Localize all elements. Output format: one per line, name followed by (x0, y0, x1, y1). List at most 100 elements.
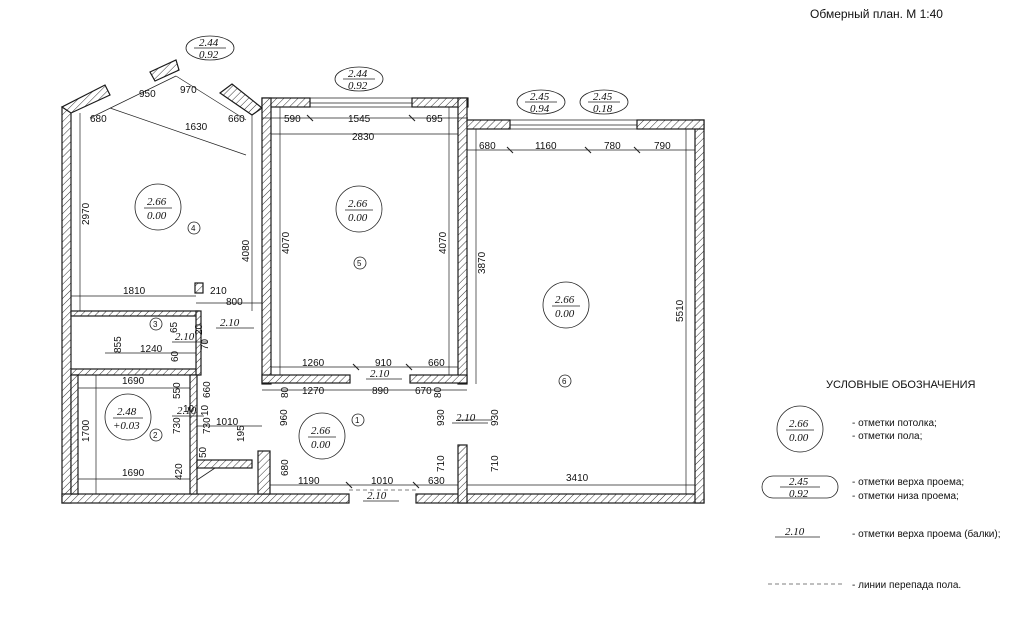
svg-text:0.18: 0.18 (593, 103, 613, 115)
beam-marker: 2.10 (366, 368, 402, 380)
svg-text:2.45: 2.45 (530, 91, 550, 103)
beam-marker: 2.10 (363, 490, 399, 502)
dim-label: 80 (280, 386, 291, 398)
svg-text:2.48: 2.48 (117, 406, 137, 418)
wall-5-6 (457, 97, 468, 385)
room-4-level-marker: 2.66 0.00 (134, 183, 182, 231)
svg-text:2.66: 2.66 (555, 294, 575, 306)
walls (60, 59, 705, 504)
svg-text:2.10: 2.10 (175, 331, 195, 343)
dim-label: 695 (426, 114, 443, 125)
svg-text:0.00: 0.00 (348, 212, 368, 224)
dim-label: 65 (169, 321, 180, 333)
drawing-title: Обмерный план. М 1:40 (810, 7, 943, 21)
svg-text:2.66: 2.66 (311, 425, 331, 437)
dim-label: 195 (236, 425, 247, 442)
dim-label: 1260 (302, 358, 325, 369)
legend-opening-bottom-text: - отметки низа проема; (852, 491, 959, 502)
dim-label: 930 (490, 409, 501, 426)
svg-text:2.66: 2.66 (789, 418, 809, 430)
beam-marker: 2.10 (775, 526, 820, 538)
dim-label: 780 (604, 141, 621, 152)
dim-label: 930 (436, 409, 447, 426)
dim-label: 3870 (477, 251, 488, 274)
opening-marker: 2.45 0.18 (579, 89, 629, 115)
dim-label: 890 (372, 386, 389, 397)
wall-stub (194, 282, 204, 294)
wall-bay-right-mid (218, 83, 264, 116)
svg-text:0.00: 0.00 (311, 439, 331, 451)
dim-label: 630 (428, 476, 445, 487)
opening-marker: 2.45 0.94 (516, 89, 566, 115)
wall-3-top (70, 310, 200, 317)
wall-1-post (257, 450, 271, 495)
dim-label: 80 (433, 386, 444, 398)
legend-floor-text: - отметки пола; (852, 431, 922, 442)
dim-label: 3410 (566, 473, 589, 484)
dim-label: 730 (202, 417, 213, 434)
svg-text:2.45: 2.45 (593, 91, 613, 103)
dim-label: 70 (200, 338, 211, 350)
dim-label: 10 (200, 404, 211, 416)
room-5-number: 5 (353, 256, 367, 270)
dim-label: 660 (428, 358, 445, 369)
dim-label: 1240 (140, 344, 163, 355)
svg-text:+0.03: +0.03 (113, 420, 140, 432)
svg-text:0.00: 0.00 (147, 210, 167, 222)
wall-left (61, 106, 72, 504)
wall-bay-left (60, 84, 111, 114)
dim-label: 5510 (675, 299, 686, 322)
legend-opening-sample: 2.45 0.92 (761, 475, 839, 500)
room-1-level-marker: 2.66 0.00 (298, 412, 346, 460)
svg-text:0.92: 0.92 (348, 80, 368, 92)
dim-label: 670 (415, 386, 432, 397)
dim-label: 4080 (241, 239, 252, 262)
dim-label: 730 (172, 417, 183, 434)
svg-text:2.44: 2.44 (199, 37, 219, 49)
dim-label: 1545 (348, 114, 371, 125)
legend-floor-level-text: - линии перепада пола. (852, 580, 961, 591)
dim-label: 10 (183, 404, 195, 415)
legend-title: УСЛОВНЫЕ ОБОЗНАЧЕНИЯ (826, 379, 976, 391)
dim-label: 50 (198, 446, 209, 458)
svg-text:2.66: 2.66 (147, 196, 167, 208)
room-4-number: 4 (187, 221, 201, 235)
room-6-number: 6 (558, 374, 572, 388)
room-2-level-marker: 2.48 +0.03 (104, 393, 152, 441)
dim-label: 910 (375, 358, 392, 369)
svg-text:2: 2 (153, 431, 158, 440)
wall-6-lower (457, 444, 468, 504)
svg-text:5: 5 (357, 259, 362, 268)
dim-label: 210 (210, 286, 227, 297)
wall-5-bottom-right (409, 374, 468, 384)
svg-text:2.10: 2.10 (220, 317, 240, 329)
dim-label: 4070 (438, 231, 449, 254)
svg-text:0.92: 0.92 (789, 488, 809, 500)
dim-label: 1690 (122, 376, 145, 387)
svg-text:6: 6 (562, 377, 567, 386)
dim-label: 590 (284, 114, 301, 125)
dim-label: 550 (172, 382, 183, 399)
dim-label: 950 (139, 89, 156, 100)
dim-label: 710 (490, 455, 501, 472)
svg-text:0.00: 0.00 (789, 432, 809, 444)
opening-marker: 2.44 0.92 (185, 35, 235, 61)
wall-5-bottom-left (261, 374, 351, 384)
svg-text:0.00: 0.00 (555, 308, 575, 320)
wall-bay-left-mid (149, 59, 180, 82)
svg-text:1: 1 (355, 416, 360, 425)
room-5-level-marker: 2.66 0.00 (335, 185, 383, 233)
dim-label: 420 (174, 463, 185, 480)
dim-label: 1010 (371, 476, 394, 487)
dim-label: 20 (194, 323, 205, 335)
dim-label: 855 (113, 336, 124, 353)
dimension-labels: 950 970 680 1630 660 590 1545 695 2830 6… (81, 85, 686, 487)
svg-text:4: 4 (191, 224, 196, 233)
svg-text:2.10: 2.10 (370, 368, 390, 380)
dim-label: 1270 (302, 386, 325, 397)
svg-text:2.10: 2.10 (177, 405, 197, 417)
legend-beam-text: - отметки верха проема (балки); (852, 528, 1001, 540)
wall-4-5 (261, 97, 272, 385)
dim-label: 2830 (352, 132, 375, 143)
